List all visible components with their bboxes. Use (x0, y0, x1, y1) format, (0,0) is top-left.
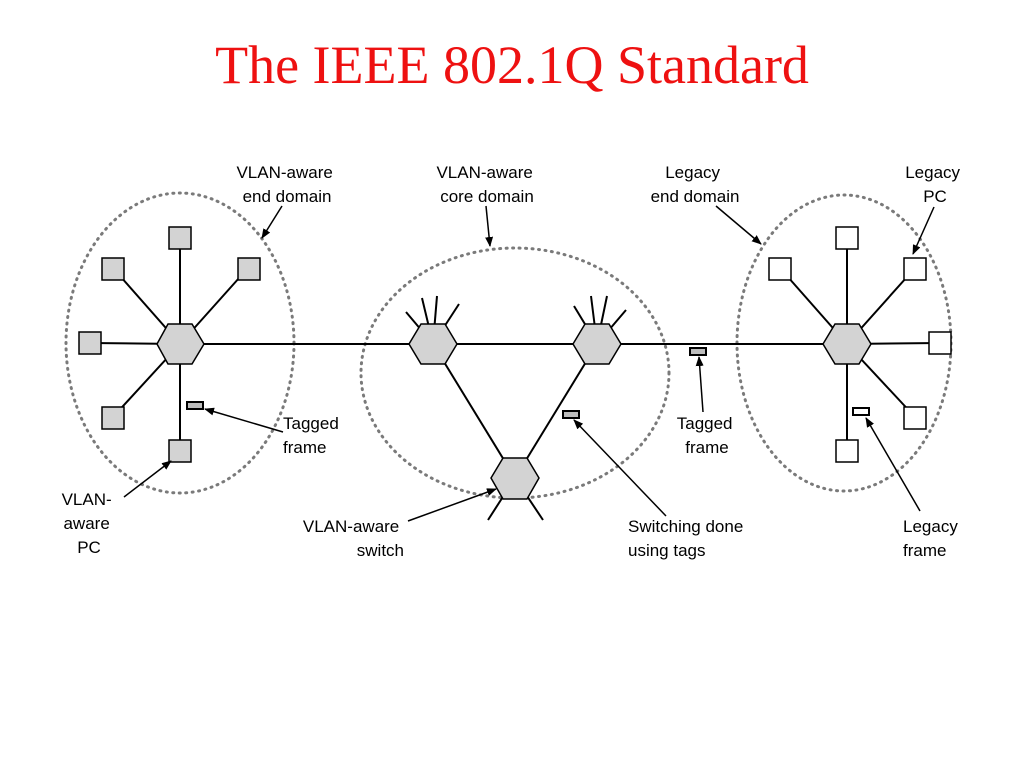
slide-title: The IEEE 802.1Q Standard (215, 35, 809, 95)
label-vlan-aware-core-domain: VLAN-aware core domain (436, 163, 537, 206)
arrow-legacy-frame (865, 417, 921, 512)
arrow-vlan-aware-switch (407, 488, 497, 522)
vlan-aware-pc-bottom (168, 439, 192, 463)
vlan-aware-pcs (78, 226, 261, 463)
arrow-tagged-frame-left (204, 407, 284, 433)
label-vlan-aware-switch: VLAN-aware switch (303, 517, 404, 560)
arrow-legacy-end-domain (715, 205, 762, 245)
label-vlan-aware-end-domain: VLAN-aware end domain (236, 163, 337, 206)
core-bottom-switch (490, 457, 540, 500)
legacy-pc-lower-right (903, 406, 927, 430)
tagged-frame-core (562, 410, 580, 419)
arrow-tagged-frame-right (695, 356, 704, 413)
labels: VLAN-aware end domain VLAN-aware core do… (62, 163, 965, 560)
vlan-aware-pc-upper-right (237, 257, 261, 281)
legacy-pc-top (835, 226, 859, 250)
frames (186, 347, 870, 419)
vlan-aware-pc-top (168, 226, 192, 250)
switches (156, 323, 872, 500)
tagged-frame-left (186, 401, 204, 410)
label-vlan-aware-pc: VLAN- aware PC (62, 490, 117, 557)
legacy-pc-right (928, 331, 952, 355)
tagged-frame-middle (689, 347, 707, 356)
vlan-aware-pc-lower-left (101, 406, 125, 430)
vlan-aware-pc-left (78, 331, 102, 355)
legacy-pc-upper-left (768, 257, 792, 281)
label-tagged-frame-right: Tagged frame (677, 414, 738, 457)
legacy-frame (852, 407, 870, 416)
arrow-vlan-aware-pc (123, 460, 172, 498)
link-core-right-to-core-bottom (514, 343, 598, 479)
arrow-vlan-end-domain (261, 205, 283, 239)
arrow-vlan-core-domain (485, 205, 494, 247)
arrow-legacy-pc (912, 206, 935, 255)
core-right-switch (572, 323, 622, 365)
core-left-switch (408, 323, 458, 365)
annotation-arrows (123, 205, 935, 522)
right-hub-switch (822, 323, 872, 365)
link-core-left-to-core-bottom (432, 343, 516, 479)
legacy-pc-upper-right (903, 257, 927, 281)
legacy-pc-bottom (835, 439, 859, 463)
label-tagged-frame-left: Tagged frame (283, 414, 344, 457)
label-legacy-end-domain: Legacy end domain (651, 163, 740, 206)
label-legacy-frame: Legacy frame (903, 517, 963, 560)
legacy-pcs (768, 226, 952, 463)
arrow-switching-done (573, 419, 667, 517)
label-switching-done: Switching done using tags (628, 517, 748, 560)
label-legacy-pc: Legacy PC (905, 163, 965, 206)
vlan-aware-pc-upper-left (101, 257, 125, 281)
left-hub-switch (156, 323, 205, 365)
